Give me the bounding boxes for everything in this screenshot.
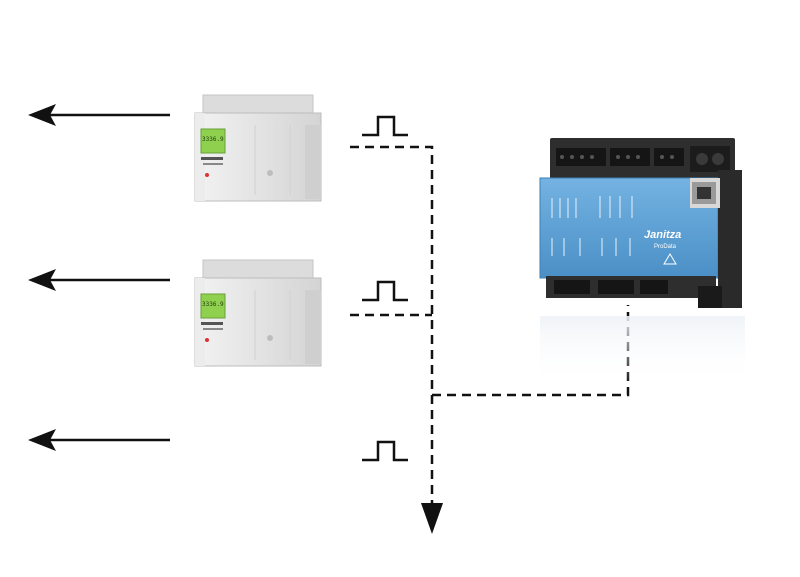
pulse-icon-2: [362, 280, 408, 302]
lcd-reading: 3336.9: [202, 301, 224, 308]
lcd-display: [200, 293, 226, 319]
ethernet-port-icon: [692, 182, 716, 204]
energy-meter-1: 3336.9: [194, 94, 322, 202]
output-arrow-2: [28, 269, 170, 291]
lcd-display: [200, 128, 226, 154]
pulse-icon-1: [362, 115, 408, 137]
rotary-switch-icon: [690, 146, 730, 172]
model-label: ProData: [654, 244, 677, 250]
signal-arrow-down: [421, 503, 443, 534]
energy-meter-2: 3336.9: [194, 259, 322, 367]
output-arrow-1: [28, 104, 170, 126]
device-reflection: [540, 316, 745, 386]
terminal-block-icon: [556, 148, 684, 166]
prodata-device: Janitza ProData: [539, 138, 742, 308]
brand-label: Janitza: [644, 229, 681, 241]
pulse-icon-3: [362, 440, 408, 462]
output-arrow-3: [28, 429, 170, 451]
lcd-reading: 3336.9: [202, 136, 224, 143]
led-indicator: [205, 338, 209, 342]
warning-icon: [663, 253, 677, 265]
led-indicator: [205, 173, 209, 177]
